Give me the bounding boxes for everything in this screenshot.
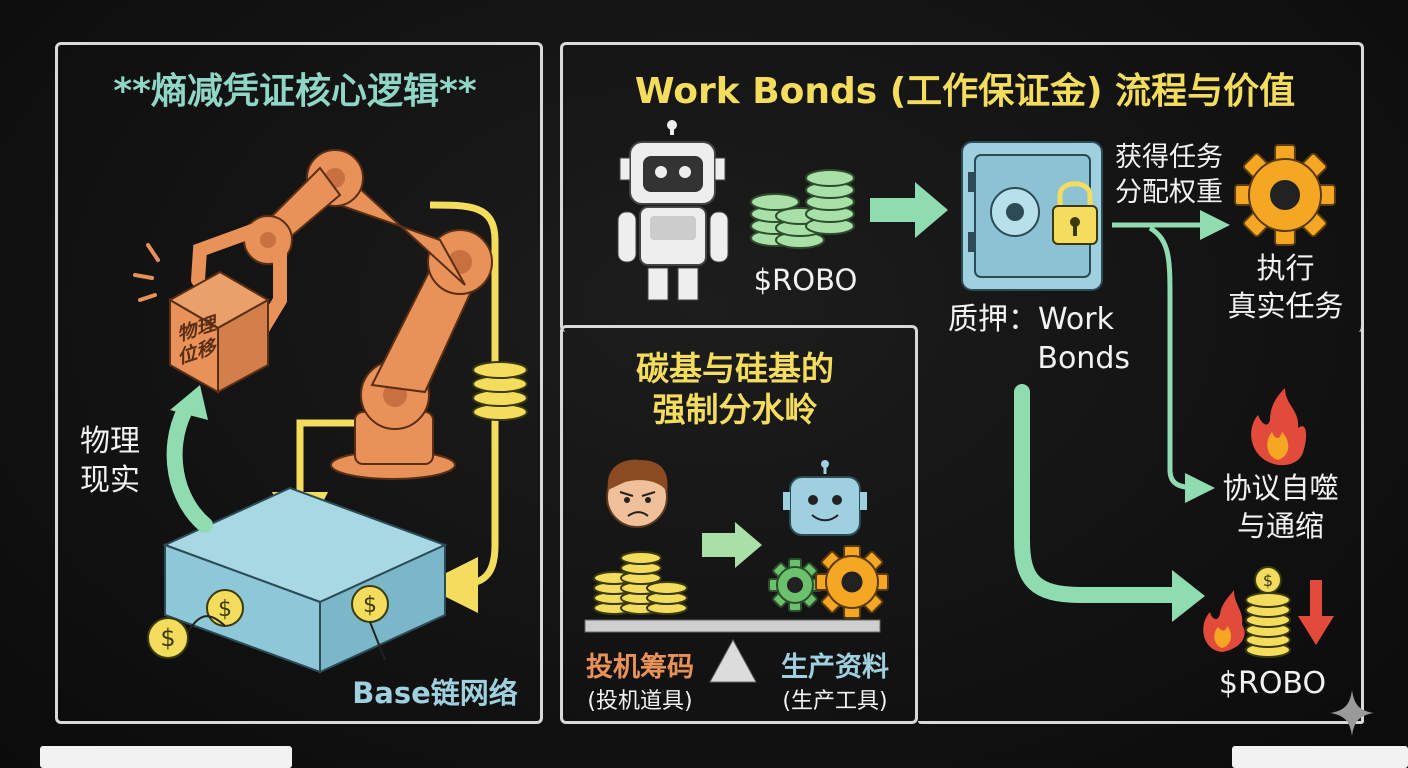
gear-icon: [768, 558, 822, 612]
base-network-block: [162, 486, 448, 674]
mid-title-line-1: 碳基与硅基的: [636, 349, 834, 388]
coin-icon: $: [1254, 566, 1282, 594]
robot-icon: [617, 120, 729, 301]
seesaw-plank: [584, 619, 881, 633]
bottom-bar-left: [40, 746, 292, 768]
coin-stack-icon: [472, 361, 528, 421]
svg-text:$: $: [363, 593, 377, 618]
execute-label: 执行 真实任务: [1218, 250, 1353, 325]
speculation-label: 投机筹码: [586, 652, 694, 683]
speculation-sublabel: (投机道具): [587, 689, 693, 714]
weight-label-line-2: 分配权重: [1115, 177, 1223, 209]
right-arrow: [870, 182, 948, 238]
down-arrow-icon: [1298, 580, 1334, 645]
coin-icon: $: [206, 589, 244, 627]
gear-icon: [1234, 144, 1336, 246]
production-label: 生产资料: [781, 652, 889, 683]
execute-label-line-2: 真实任务: [1227, 288, 1344, 323]
physical-reality-line-1: 物理: [80, 424, 140, 459]
right-top-panel: [560, 42, 1364, 332]
stake-label-line-1: 质押：Work: [948, 302, 1114, 337]
weight-label-line-1: 获得任务: [1115, 142, 1223, 173]
right-panel-title: Work Bonds (工作保证金) 流程与价值: [634, 71, 1296, 112]
left-panel-title: **熵减凭证核心逻辑**: [113, 71, 477, 112]
right-panel-edge: [1358, 300, 1364, 724]
mid-title-line-2: 强制分水岭: [652, 390, 818, 430]
bottom-bar-right: [1232, 746, 1408, 768]
gear-icon: [815, 545, 889, 619]
coin-stack-icon: [593, 551, 688, 615]
mid-panel-title: 碳基与硅基的 强制分水岭: [570, 348, 900, 431]
loop-arrow: [422, 201, 499, 613]
safe-icon: [961, 141, 1103, 291]
coin-stack-icon: [1245, 592, 1291, 658]
coin-stack-icon: [750, 169, 855, 249]
svg-text:$: $: [160, 624, 175, 652]
fire-icon: [1251, 388, 1307, 466]
arrow-to-burn: [1148, 225, 1215, 503]
robot-arm-icon: [191, 149, 493, 480]
stake-label-line-2: Bonds: [1037, 341, 1130, 376]
execute-label-line-1: 执行: [1256, 251, 1315, 285]
physical-reality-label: 物理 现实: [70, 422, 150, 500]
stake-label: 质押：Work Bonds: [940, 300, 1140, 378]
motion-lines: [133, 243, 160, 302]
burn-label-line-2: 与通缩: [1236, 508, 1324, 543]
production-sublabel: (生产工具): [782, 689, 888, 714]
physical-reality-line-2: 现实: [80, 463, 140, 498]
bottom-robo-token-label: $ROBO: [1218, 666, 1327, 701]
burn-label-line-1: 协议自噬: [1222, 471, 1339, 505]
burn-label: 协议自噬 与通缩: [1208, 470, 1353, 545]
right-arrow: [702, 522, 762, 568]
coin-icon: $: [351, 585, 389, 623]
seesaw-fulcrum: [709, 638, 757, 683]
svg-text:$: $: [218, 597, 232, 622]
left-panel: [55, 42, 543, 724]
lock-icon: [1052, 181, 1098, 245]
svg-text:$: $: [1263, 571, 1273, 590]
arrow-to-token: [1014, 384, 1183, 603]
base-network-label: Base链网络: [352, 676, 518, 710]
robot-icon: [783, 460, 867, 536]
box-icon: [167, 270, 271, 394]
robo-token-label: $ROBO: [753, 263, 858, 297]
sparkle-icon: [1330, 690, 1374, 736]
curved-up-arrow: [166, 402, 213, 533]
mid-panel: [560, 325, 918, 724]
right-panel-bottom: [918, 718, 1364, 724]
person-icon: [606, 459, 668, 528]
fire-icon: [1203, 590, 1245, 652]
coin-icon: $: [147, 617, 189, 659]
weight-label: 获得任务 分配权重: [1104, 140, 1234, 210]
